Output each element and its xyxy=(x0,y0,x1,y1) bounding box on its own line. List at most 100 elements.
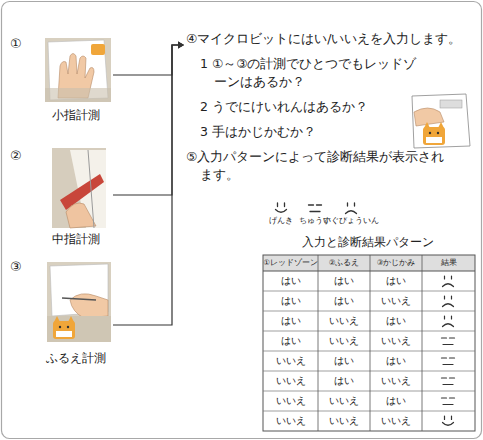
table-cell: いいえ xyxy=(263,374,318,388)
connector xyxy=(113,42,184,196)
measure-item: ③ ふるえ計測 xyxy=(8,255,113,367)
table-result-faces-part xyxy=(442,358,455,365)
result-table xyxy=(263,255,475,431)
result-table-part xyxy=(422,255,423,431)
table-cell: はい xyxy=(263,314,318,328)
result-faces-part xyxy=(276,203,287,212)
photo-middle-finger-part xyxy=(52,148,106,228)
step-number: ② xyxy=(10,148,30,163)
result-table-part xyxy=(263,351,475,352)
table-cell: はい xyxy=(370,274,422,288)
result-table-part xyxy=(263,411,475,412)
table-header: ③かじかみ xyxy=(370,258,422,268)
photo-middle-finger-part xyxy=(66,203,96,228)
photo-tremor-part xyxy=(56,331,72,337)
question: 1 ①～③の計測でひとつでもレッドゾーンはあるか？ xyxy=(200,55,420,91)
photo-tremor-part xyxy=(59,326,61,328)
result-table-part xyxy=(263,311,475,312)
table-header: ②ふるえ xyxy=(318,258,370,268)
table-cell: はい xyxy=(370,314,422,328)
table-cell: いいえ xyxy=(370,334,422,348)
table-cell: いいえ xyxy=(370,294,422,308)
arrow-head xyxy=(178,42,184,49)
table-cell: いいえ xyxy=(263,354,318,368)
result-faces-part xyxy=(309,205,322,212)
result-table-part xyxy=(263,391,475,392)
result-table-part xyxy=(263,331,475,332)
photo-tremor-part xyxy=(47,262,111,342)
result-faces-part xyxy=(346,203,357,214)
connector-line xyxy=(113,45,179,195)
table-result-faces-part xyxy=(443,276,454,287)
result-faces xyxy=(276,203,357,214)
table-result-faces-part xyxy=(443,296,454,307)
photo-little-finger-part xyxy=(91,44,105,55)
microbit-hand-illustration-part xyxy=(437,132,439,134)
table-cell: いいえ xyxy=(318,414,370,428)
result-table-part xyxy=(263,255,475,271)
photo-middle-finger-part xyxy=(88,150,94,228)
connector xyxy=(113,42,184,76)
result-table-part xyxy=(318,255,319,431)
table-header: ①レッドゾーン xyxy=(263,258,318,268)
table-result-faces-part xyxy=(442,398,455,405)
photo-little-finger-part xyxy=(45,38,111,102)
microbit-hand-illustration-part xyxy=(414,108,444,126)
microbit-hand-illustration-part xyxy=(423,127,445,145)
table-cell: はい xyxy=(370,394,422,408)
result-table-part xyxy=(263,271,475,272)
result-table-part xyxy=(263,291,475,292)
connector-line xyxy=(113,45,179,325)
microbit-hand-illustration-part xyxy=(426,137,442,143)
table-header: 結果 xyxy=(422,258,475,268)
connector xyxy=(113,42,184,326)
microbit-hand-illustration-part xyxy=(440,100,462,108)
result-table-part xyxy=(263,371,475,372)
table-cell: いいえ xyxy=(318,334,370,348)
table-title: 入力と診断結果パターン xyxy=(288,234,448,250)
table-cell: いいえ xyxy=(318,394,370,408)
step-heading: ⑤入力パターンによって診断結果が表示されます。 xyxy=(186,148,448,184)
table-cell: はい xyxy=(318,294,370,308)
table-cell: いいえ xyxy=(263,394,318,408)
microbit-hand-illustration-part xyxy=(412,94,470,148)
table-cell: いいえ xyxy=(263,414,318,428)
question: 2 うでにけいれんはあるか？ xyxy=(200,98,420,116)
photo-tremor xyxy=(47,262,111,342)
result-table-part xyxy=(263,255,475,431)
measure-item: ①小指計測 xyxy=(8,32,113,124)
photo-tremor-part xyxy=(53,321,75,339)
question: 3 手はかじかむか？ xyxy=(200,123,400,141)
face-caption: すぐびょういん xyxy=(321,216,381,225)
photo-middle-finger xyxy=(52,148,106,228)
table-result-faces-part xyxy=(443,416,454,425)
input-instructions: ④マイクロビットにはい/いいえを入力します。 1 ①～③の計測でひとつでもレッドゾ… xyxy=(184,30,476,192)
table-cell: はい xyxy=(318,354,370,368)
table-cell: はい xyxy=(318,374,370,388)
arrow-head xyxy=(178,42,184,49)
step-number: ③ xyxy=(10,259,30,274)
photo-tremor-part xyxy=(62,298,96,300)
measure-label: ふるえ計測 xyxy=(36,351,116,365)
photo-little-finger xyxy=(45,38,111,102)
photo-tremor-part xyxy=(67,326,69,328)
table-cell: いいえ xyxy=(318,314,370,328)
table-cell: いいえ xyxy=(370,414,422,428)
table-cell: いいえ xyxy=(370,374,422,388)
photo-little-finger-part xyxy=(45,88,111,102)
photo-tremor-part xyxy=(47,316,111,342)
result-table-part xyxy=(370,255,371,431)
table-cell: はい xyxy=(263,334,318,348)
table-result-faces-part xyxy=(443,316,454,327)
step-number: ① xyxy=(10,36,30,51)
table-cell: はい xyxy=(263,294,318,308)
table-cell: はい xyxy=(370,354,422,368)
table-result-faces xyxy=(442,276,455,425)
connector-line xyxy=(113,45,179,75)
microbit-hand-illustration-part xyxy=(429,132,431,134)
microbit-hand-illustration xyxy=(412,94,470,148)
step-heading: ④マイクロビットにはい/いいえを入力します。 xyxy=(186,30,476,48)
